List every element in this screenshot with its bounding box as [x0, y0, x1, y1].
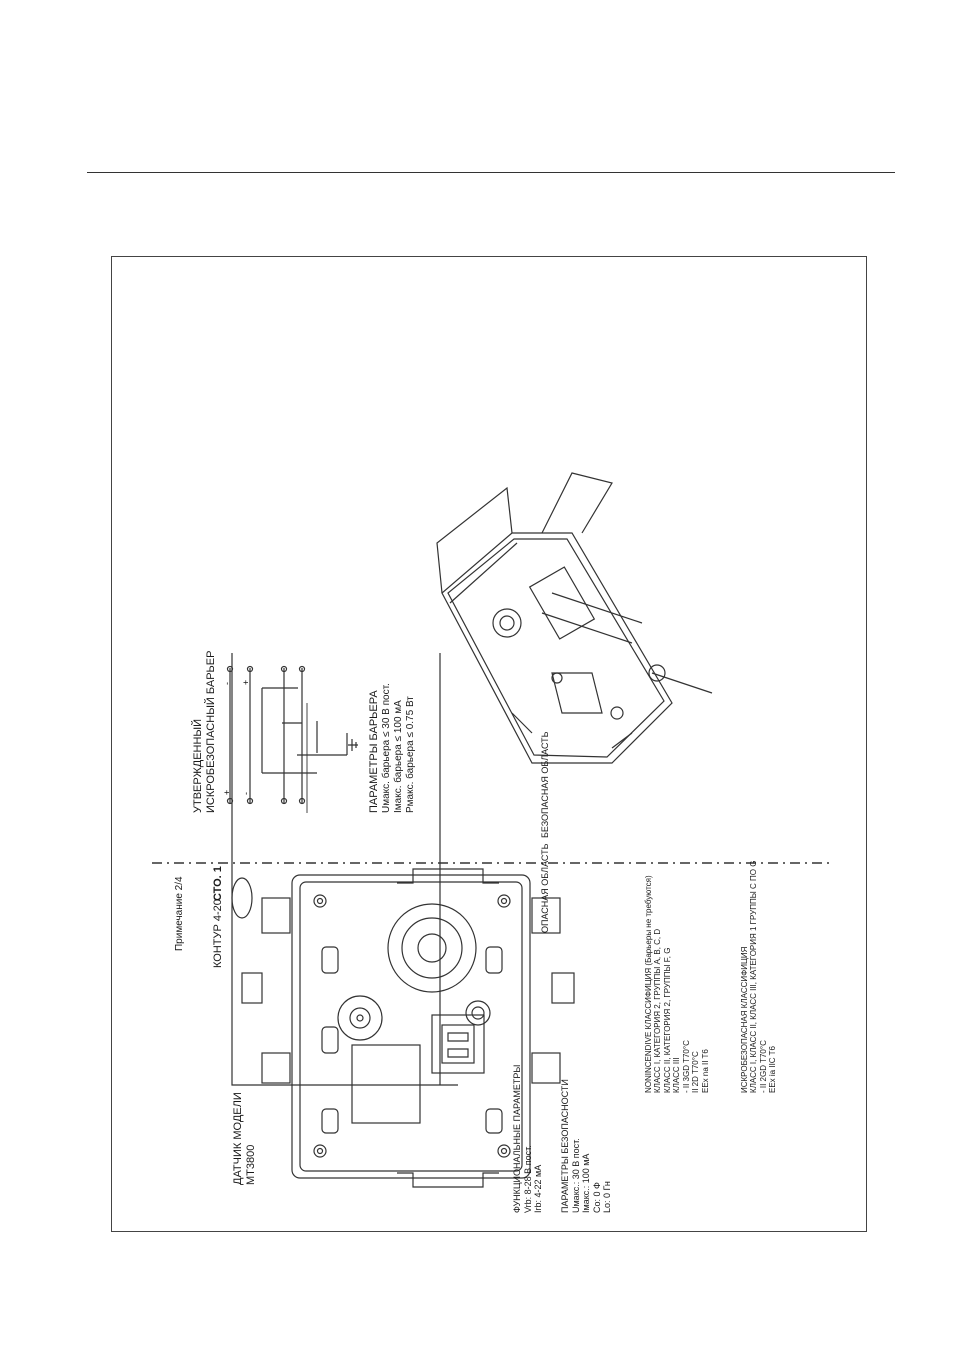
safety-params: ПАРАМЕТРЫ БЕЗОПАСНОСТИ Uмакс.: 30 В пост…	[560, 1079, 613, 1213]
intrinsically-safe-classification: ИСКРОБЕЗОПАСНАЯ КЛАССИФИЦИЯ КЛАСС I, КЛА…	[740, 860, 778, 1093]
loop-label: КОНТУР 4-20	[212, 899, 224, 968]
diagram-drawing	[152, 472, 832, 1188]
transmitter-perspective-view	[436, 472, 713, 764]
terminal-plus-left: +	[222, 789, 232, 795]
header-rule	[87, 172, 895, 173]
terminal-minus-left: -	[241, 792, 251, 795]
terminal-plus-right: +	[241, 679, 251, 685]
wiring-diagram: ДАТЧИК МОДЕЛИ МТ3800 КОНТУР 4-20 СТО. 1 …	[111, 256, 867, 1232]
cto-label: СТО. 1	[212, 866, 224, 901]
loop-wiring	[231, 653, 458, 1086]
transmitter-housing	[241, 868, 575, 1188]
barrier-params: ПАРАМЕТРЫ БАРЬЕРА Uмакс. барьера ≤ 30 В …	[368, 683, 416, 813]
hazardous-area-label: ОПАСНАЯ ОБЛАСТЬ	[540, 843, 550, 934]
nonincendive-classification: NONINCENDIVE КЛАССИФИЦИЯ (Барьеры не тре…	[644, 875, 710, 1093]
transmitter-label: ДАТЧИК МОДЕЛИ МТ3800	[232, 1092, 257, 1185]
note-label: Примечание 2/4	[174, 876, 185, 951]
barrier-circuit	[226, 665, 358, 813]
terminal-minus-right: -	[222, 682, 232, 685]
functional-params: ФУНКЦИОНАЛЬНЫЕ ПАРАМЕТРЫ Vrb: 8-28 В пос…	[512, 1064, 544, 1213]
rotated-diagram-content: ДАТЧИК МОДЕЛИ МТ3800 КОНТУР 4-20 СТО. 1 …	[112, 257, 868, 1233]
safe-area-label: БЕЗОПАСНАЯ ОБЛАСТЬ	[540, 731, 550, 838]
barrier-title: УТВЕРЖДЕННЫЙ ИСКРОБЕЗОПАСНЫЙ БАРЬЕР	[192, 650, 217, 813]
